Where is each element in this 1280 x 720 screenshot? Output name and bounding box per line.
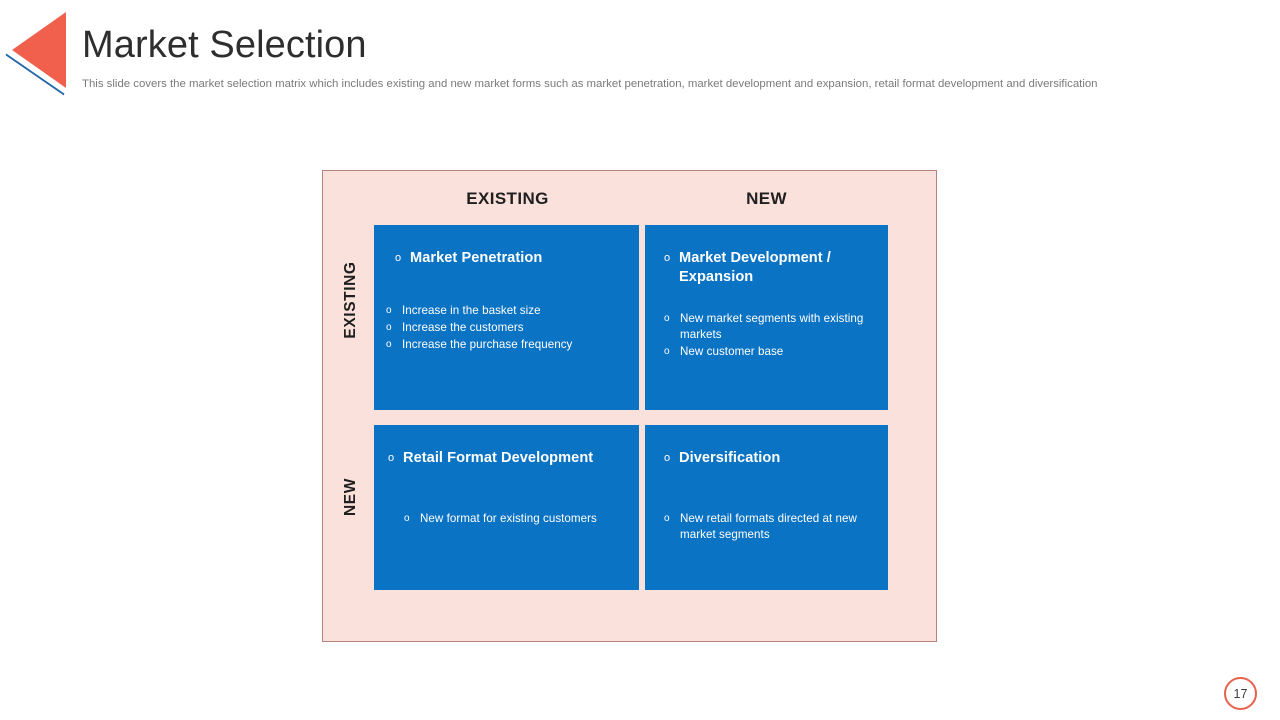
list-item: o New customer base [664,344,876,360]
page-number-badge: 17 [1224,677,1257,710]
page-subtitle: This slide covers the market selection m… [82,78,1098,90]
list-item-text: New retail formats directed at new marke… [680,512,857,541]
quadrant-heading: o Diversification [664,449,874,468]
circle-bullet-icon: o [395,252,402,264]
quadrant-retail-format-development[interactable]: o Retail Format Development o New format… [374,425,639,590]
list-item-text: New customer base [680,345,784,358]
market-selection-matrix: EXISTING NEW EXISTING NEW o Market Penet… [322,170,937,642]
slide-header: Market Selection This slide covers the m… [0,0,1280,120]
circle-bullet-icon: o [404,513,410,524]
circle-bullet-icon: o [386,339,392,350]
quadrant-market-penetration[interactable]: o Market Penetration o Increase in the b… [374,225,639,410]
circle-bullet-icon: o [386,305,392,316]
quadrant-heading: o Retail Format Development [388,449,625,468]
left-triangle-logo-icon [5,12,66,96]
column-header-new: NEW [746,189,787,208]
list-item: o Increase the customers [386,320,627,336]
circle-bullet-icon: o [664,252,671,264]
circle-bullet-icon: o [664,513,670,524]
circle-bullet-icon: o [664,346,670,357]
quadrant-bullet-list: o New retail formats directed at new mar… [664,511,876,544]
quadrant-heading-text: Diversification [679,450,781,466]
page-title: Market Selection [82,24,367,66]
circle-bullet-icon: o [664,452,671,464]
circle-bullet-icon: o [388,452,395,464]
list-item: o Increase the purchase frequency [386,337,627,353]
circle-bullet-icon: o [386,322,392,333]
list-item-text: Increase in the basket size [402,304,541,317]
list-item: o New retail formats directed at new mar… [664,511,876,543]
quadrant-heading-text: Retail Format Development [403,450,594,466]
list-item: o New format for existing customers [404,511,627,527]
quadrant-heading: o Market Penetration [395,249,625,268]
circle-bullet-icon: o [664,313,670,324]
row-header-existing: EXISTING [342,261,359,339]
list-item-text: New format for existing customers [420,512,597,525]
quadrant-heading-text: Market Development / Expansion [679,250,831,285]
quadrant-bullet-list: o New format for existing customers [404,511,627,528]
list-item-text: New market segments with existing market… [680,312,864,341]
quadrant-bullet-list: o New market segments with existing mark… [664,311,876,361]
row-header-new: NEW [342,478,359,516]
list-item: o Increase in the basket size [386,303,627,319]
list-item-text: Increase the customers [402,321,524,334]
quadrant-bullet-list: o Increase in the basket size o Increase… [386,303,627,354]
quadrant-heading: o Market Development / Expansion [664,249,874,287]
list-item-text: Increase the purchase frequency [402,338,573,351]
quadrant-heading-text: Market Penetration [410,250,543,266]
quadrant-diversification[interactable]: o Diversification o New retail formats d… [645,425,888,590]
column-header-existing: EXISTING [466,189,549,208]
quadrant-market-development[interactable]: o Market Development / Expansion o New m… [645,225,888,410]
list-item: o New market segments with existing mark… [664,311,876,343]
